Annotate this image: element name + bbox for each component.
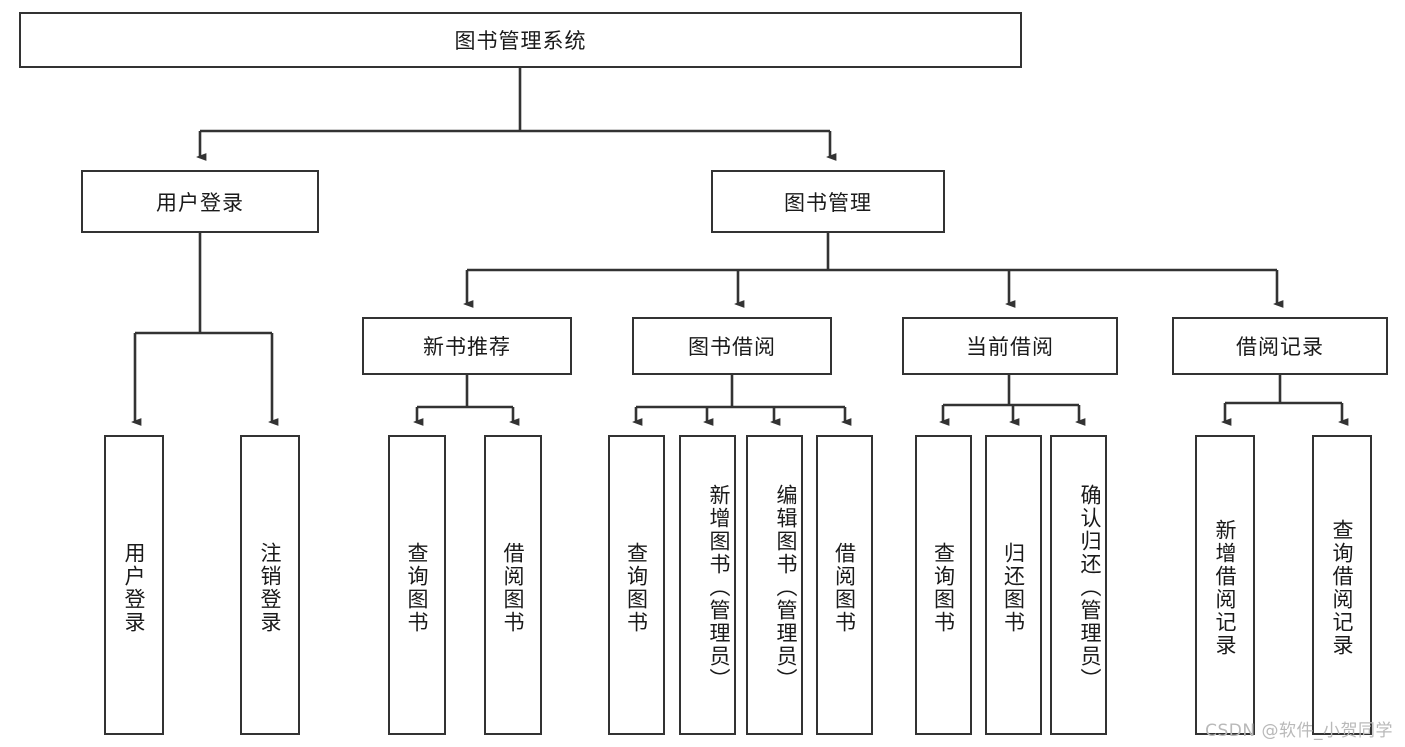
node-user-login[interactable]: 用户登录 xyxy=(81,170,319,233)
node-leaf-add-borrow-record[interactable]: 新增借阅记录 xyxy=(1195,435,1255,735)
node-new-book-rec[interactable]: 新书推荐 xyxy=(362,317,572,375)
node-leaf-borrow-book-1-label: 借阅图书 xyxy=(501,542,525,634)
node-leaf-user-logout-label: 注销登录 xyxy=(258,542,282,634)
node-leaf-edit-book-admin[interactable]: 编辑图书（管理员） xyxy=(746,435,803,735)
node-leaf-user-logout[interactable]: 注销登录 xyxy=(240,435,300,735)
node-leaf-borrow-book-2[interactable]: 借阅图书 xyxy=(816,435,873,735)
node-leaf-add-borrow-record-label: 新增借阅记录 xyxy=(1213,519,1237,657)
node-leaf-confirm-return-admin-label: 确认归还（管理员） xyxy=(1078,483,1102,691)
node-book-borrow[interactable]: 图书借阅 xyxy=(632,317,832,375)
node-leaf-return-book[interactable]: 归还图书 xyxy=(985,435,1042,735)
node-leaf-add-book-admin-label: 新增图书（管理员） xyxy=(707,483,731,691)
node-leaf-user-login[interactable]: 用户登录 xyxy=(104,435,164,735)
node-current-borrow-label: 当前借阅 xyxy=(966,335,1054,359)
node-leaf-query-book-2-label: 查询图书 xyxy=(624,542,649,634)
csdn-watermark: CSDN @软件_小贺同学 xyxy=(1205,721,1393,741)
node-new-book-rec-label: 新书推荐 xyxy=(423,335,511,359)
node-leaf-confirm-return-admin[interactable]: 确认归还（管理员） xyxy=(1050,435,1107,735)
node-leaf-return-book-label: 归还图书 xyxy=(1001,542,1026,634)
node-book-manage[interactable]: 图书管理 xyxy=(711,170,945,233)
node-borrow-record-label: 借阅记录 xyxy=(1236,335,1324,359)
node-leaf-query-borrow-record[interactable]: 查询借阅记录 xyxy=(1312,435,1372,735)
node-book-manage-label: 图书管理 xyxy=(784,190,872,215)
node-leaf-user-login-label: 用户登录 xyxy=(122,542,146,634)
node-leaf-query-book-1-label: 查询图书 xyxy=(405,542,429,634)
node-leaf-add-book-admin[interactable]: 新增图书（管理员） xyxy=(679,435,736,735)
node-current-borrow[interactable]: 当前借阅 xyxy=(902,317,1118,375)
node-book-borrow-label: 图书借阅 xyxy=(688,335,776,359)
node-root[interactable]: 图书管理系统 xyxy=(19,12,1022,68)
node-leaf-borrow-book-2-label: 借阅图书 xyxy=(832,542,857,634)
node-leaf-query-book-2[interactable]: 查询图书 xyxy=(608,435,665,735)
node-leaf-query-book-3[interactable]: 查询图书 xyxy=(915,435,972,735)
node-borrow-record[interactable]: 借阅记录 xyxy=(1172,317,1388,375)
node-leaf-edit-book-admin-label: 编辑图书（管理员） xyxy=(774,483,798,691)
node-user-login-label: 用户登录 xyxy=(156,190,244,215)
node-leaf-borrow-book-1[interactable]: 借阅图书 xyxy=(484,435,542,735)
node-root-label: 图书管理系统 xyxy=(454,29,587,53)
node-leaf-query-borrow-record-label: 查询借阅记录 xyxy=(1330,519,1354,657)
node-leaf-query-book-1[interactable]: 查询图书 xyxy=(388,435,446,735)
node-leaf-query-book-3-label: 查询图书 xyxy=(931,542,956,634)
